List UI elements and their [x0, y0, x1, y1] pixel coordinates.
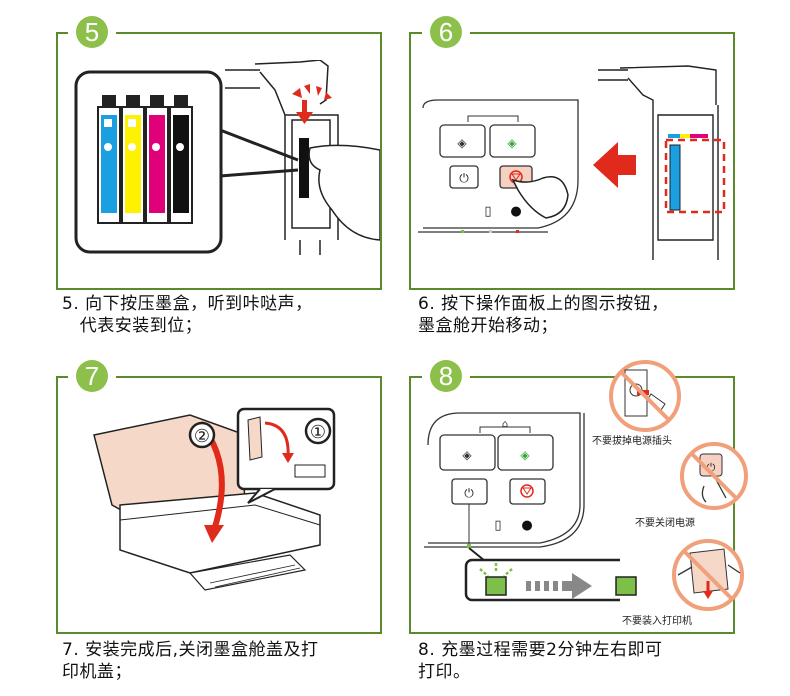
step-7-illustration: ② ① [90, 405, 340, 605]
led-solid [615, 576, 637, 596]
copy-bw-button [439, 434, 496, 471]
step-6-caption-line-1: 6. 按下操作面板上的图示按钮， [418, 294, 669, 314]
step-7-caption-line-2: 印机盖； [62, 662, 132, 682]
copy-color-button [497, 434, 554, 471]
power-off-prohibited-icon: ⏻ [678, 440, 750, 512]
move-arrow [593, 142, 636, 188]
ink-button [509, 478, 546, 505]
svg-text:◈: ◈ [520, 448, 530, 462]
step-7-badge: 7 [76, 360, 108, 392]
step-5-illustration [70, 60, 380, 260]
svg-text:●: ● [521, 518, 532, 533]
svg-text:▯: ▯ [484, 204, 491, 219]
step-8-badge: 8 [430, 360, 462, 392]
svg-text:◈: ◈ [462, 448, 472, 462]
callout-1: ① [310, 422, 326, 442]
warning-label-load-paper: 不要装入打印机 [622, 616, 692, 627]
power-button [449, 165, 479, 189]
step-6-caption-line-2: 墨盒舱开始移动； [418, 316, 558, 336]
callout-2: ② [194, 426, 210, 446]
step-5-badge: 5 [76, 16, 108, 48]
led-blink-callout [468, 561, 643, 599]
load-paper-prohibited-icon [668, 535, 748, 615]
warning-label-power-off: 不要关闭电源 [635, 518, 695, 529]
svg-text:⌂: ⌂ [502, 419, 508, 430]
step-6-illustration: ◈ ◈ ⏻ ▯ ● [418, 60, 728, 260]
step-6-badge: 6 [430, 16, 462, 48]
step-8-caption-line-1: 8. 充墨过程需要2分钟左右即可 [418, 640, 663, 660]
unplug-prohibited-icon [607, 358, 683, 434]
svg-text:⏻: ⏻ [459, 171, 469, 185]
step-7-caption-line-1: 7. 安装完成后,关闭墨盒舱盖及打 [62, 640, 319, 660]
step-6-panel [409, 32, 735, 290]
press-arrow-head [296, 112, 313, 124]
led-blinking [485, 576, 507, 596]
svg-text:◈: ◈ [457, 136, 467, 150]
step-8-caption-line-2: 打印。 [418, 662, 471, 682]
ink-cartridges [97, 95, 193, 224]
step-5-caption-line-2: 代表安装到位； [62, 316, 203, 336]
press-arrow-shaft [302, 100, 307, 112]
warning-label-unplug: 不要拔掉电源插头 [592, 436, 672, 447]
svg-text:▯: ▯ [494, 518, 501, 533]
svg-text:⏻: ⏻ [707, 461, 716, 474]
svg-text:●: ● [510, 204, 521, 219]
svg-text:⏻: ⏻ [464, 486, 474, 500]
step-5-caption-line-1: 5. 向下按压墨盒，听到咔哒声， [62, 294, 313, 314]
svg-text:◈: ◈ [507, 136, 517, 150]
